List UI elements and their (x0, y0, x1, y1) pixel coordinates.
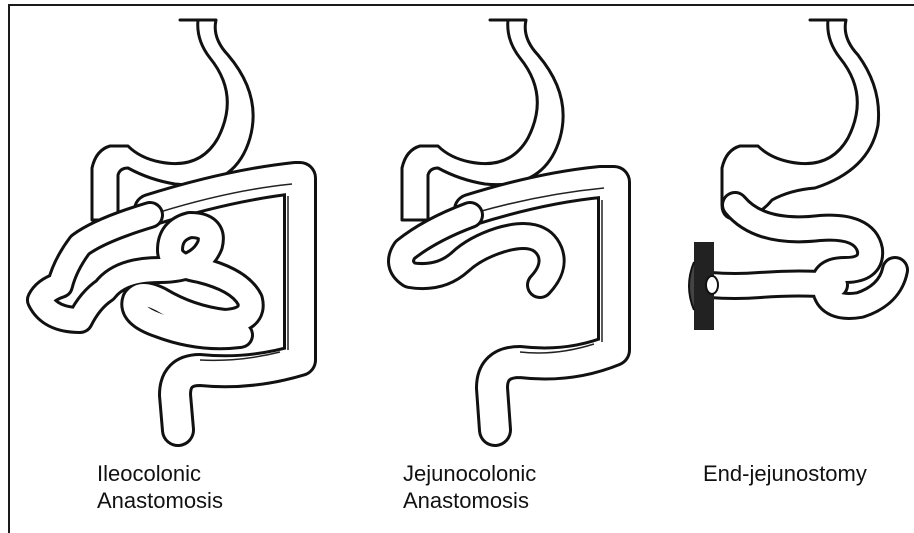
end-jejunostomy-diagram (689, 20, 895, 330)
caption-end-jejunostomy: End-jejunostomy (703, 460, 867, 487)
stoma (706, 276, 718, 294)
caption-jejunocolonic: Jejunocolonic Anastomosis (403, 460, 536, 514)
stomach-3 (722, 20, 879, 220)
jejunocolonic-diagram (401, 20, 614, 430)
caption-end-jejunostomy-line1: End-jejunostomy (703, 460, 867, 487)
caption-jejunocolonic-line1: Jejunocolonic (403, 460, 536, 487)
caption-ileocolonic-line2: Anastomosis (97, 487, 223, 514)
ileocolonic-diagram (40, 20, 300, 430)
caption-ileocolonic-line1: Ileocolonic (97, 460, 223, 487)
caption-ileocolonic: Ileocolonic Anastomosis (97, 460, 223, 514)
caption-jejunocolonic-line2: Anastomosis (403, 487, 536, 514)
